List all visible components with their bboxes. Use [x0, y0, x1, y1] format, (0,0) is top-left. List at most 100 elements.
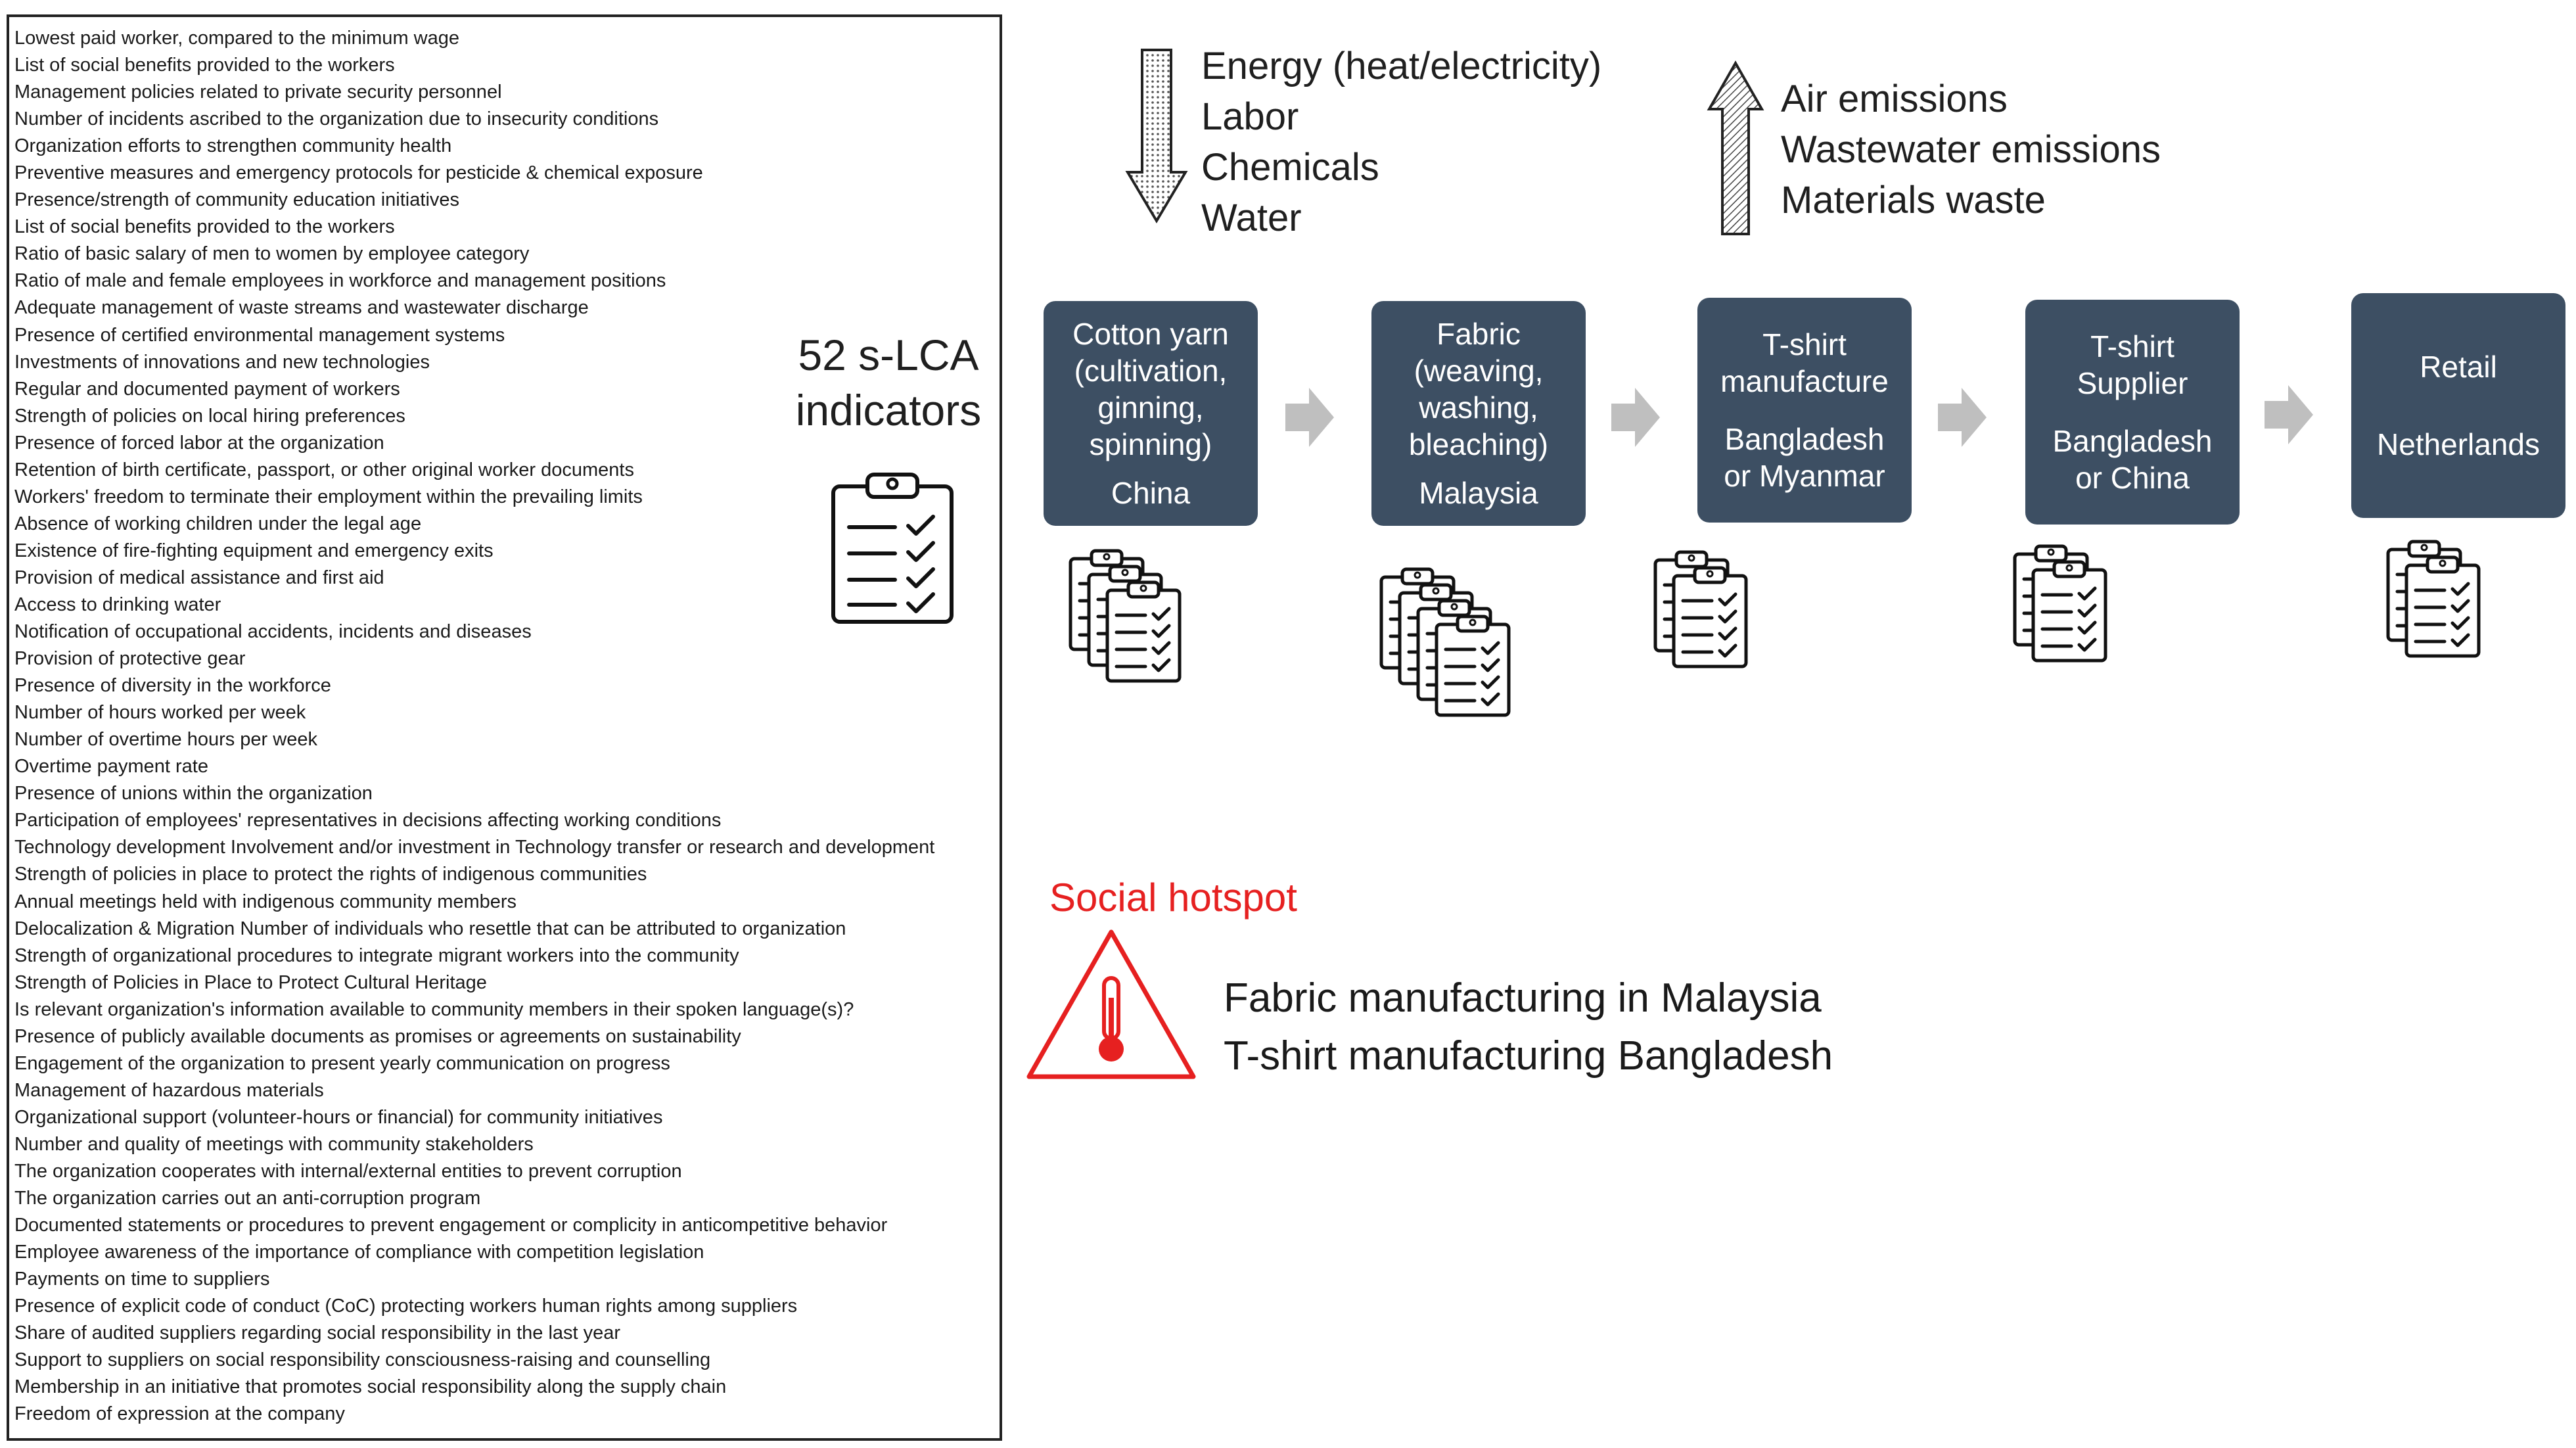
indicator-item: Management policies related to private s…: [14, 82, 502, 103]
stage-retail: Retail Netherlands: [2351, 293, 2565, 518]
indicator-item: Membership in an initiative that promote…: [14, 1376, 727, 1398]
stage-location: Netherlands: [2376, 427, 2541, 461]
stage-fabric: Fabric (weaving, washing, bleaching) Mal…: [1371, 301, 1586, 526]
indicator-item: Access to drinking water: [14, 594, 221, 615]
clipboard-stack: [1653, 548, 1750, 682]
clipboard-stack: [2385, 538, 2483, 672]
indicator-item: Presence of explicit code of conduct (Co…: [14, 1296, 798, 1317]
input-item: Water: [1201, 197, 1302, 239]
dotted-down-arrow-icon: [1124, 47, 1189, 228]
indicator-item: Delocalization & Migration Number of ind…: [14, 918, 846, 939]
clipboard-checklist-icon: [2404, 553, 2483, 662]
indicator-item: Provision of medical assistance and firs…: [14, 567, 384, 588]
indicator-item: Is relevant organization's information a…: [14, 998, 854, 1020]
indicator-item: The organization cooperates with interna…: [14, 1160, 682, 1182]
indicator-item: Adequate management of waste streams and…: [14, 297, 589, 319]
flow-arrow-icon: [1938, 388, 1987, 450]
indicator-item: Participation of employees' representati…: [14, 810, 722, 831]
indicator-item: Employee awareness of the importance of …: [14, 1242, 704, 1263]
flow-arrow-icon: [1611, 388, 1660, 450]
indicator-item: Retention of birth certificate, passport…: [14, 459, 634, 480]
indicator-item: Organizational support (volunteer-hours …: [14, 1106, 663, 1128]
indicator-item: Presence/strength of community education…: [14, 189, 460, 211]
stage-location: Bangladesh or Myanmar: [1724, 422, 1885, 493]
output-item: Materials waste: [1781, 179, 2046, 222]
indicator-item: Absence of working children under the le…: [14, 513, 422, 534]
indicator-item: Presence of unions within the organizati…: [14, 783, 373, 805]
indicator-item: Freedom of expression at the company: [14, 1403, 345, 1425]
indicator-item: Overtime payment rate: [14, 756, 208, 778]
indicator-item: Presence of diversity in the workforce: [14, 675, 331, 697]
input-item: Energy (heat/electricity): [1201, 45, 1602, 87]
clipboard-checklist-icon: [1105, 578, 1184, 687]
indicator-item: Documented statements or procedures to p…: [14, 1215, 888, 1236]
indicator-item: Share of audited suppliers regarding soc…: [14, 1322, 621, 1344]
indicator-item: Organization efforts to strengthen commu…: [14, 135, 452, 157]
indicator-item: Number and quality of meetings with comm…: [14, 1133, 534, 1155]
stage-title: Retail: [2420, 350, 2497, 384]
output-item: Air emissions: [1781, 78, 2008, 120]
input-item: Chemicals: [1201, 146, 1379, 189]
indicator-item: Presence of certified environmental mana…: [14, 324, 505, 346]
hotspot-item: Fabric manufacturing in Malaysia: [1224, 975, 1822, 1021]
indicator-item: Notification of occupational accidents, …: [14, 621, 532, 643]
input-item: Labor: [1201, 95, 1299, 138]
indicator-item: Lowest paid worker, compared to the mini…: [14, 28, 459, 49]
output-item: Wastewater emissions: [1781, 128, 2161, 171]
stage-title: Cotton yarn (cultivation, ginning, spinn…: [1072, 317, 1229, 461]
clipboard-checklist-icon: [1671, 564, 1750, 672]
stage-title: T-shirt Supplier: [2077, 329, 2188, 400]
warning-thermometer-icon: [1024, 925, 1199, 1086]
stage-tshirt-manufacture: T-shirt manufacture Bangladesh or Myanma…: [1697, 298, 1912, 523]
indicator-item: Ratio of male and female employees in wo…: [14, 270, 666, 292]
indicator-item: Engagement of the organization to presen…: [14, 1052, 670, 1074]
indicator-item: Strength of policies in place to protect…: [14, 864, 647, 885]
indicator-item: Investments of innovations and new techn…: [14, 351, 430, 373]
indicator-item: Presence of publicly available documents…: [14, 1025, 741, 1047]
indicator-item: List of social benefits provided to the …: [14, 216, 395, 238]
clipboard-stack: [1068, 547, 1184, 710]
clipboard-checklist-icon: [2031, 558, 2109, 666]
indicator-item: Number of overtime hours per week: [14, 729, 317, 751]
stage-tshirt-supplier: T-shirt Supplier Bangladesh or China: [2025, 300, 2240, 525]
indicator-item: Strength of Policies in Place to Protect…: [14, 971, 487, 993]
clipboard-stack: [2012, 542, 2109, 676]
indicator-item: Ratio of basic salary of men to women by…: [14, 243, 530, 265]
indicator-item: Presence of forced labor at the organiza…: [14, 432, 384, 454]
indicator-item: Existence of fire-fighting equipment and…: [14, 540, 494, 561]
stage-location: Malaysia: [1419, 476, 1538, 510]
flow-arrow-icon: [2265, 385, 2313, 448]
indicator-item: Payments on time to suppliers: [14, 1269, 270, 1290]
indicator-item: Management of hazardous materials: [14, 1079, 324, 1101]
stage-location: Bangladesh or China: [2052, 424, 2213, 495]
hotspot-label: Social hotspot: [1049, 876, 1297, 920]
stage-title: Fabric (weaving, washing, bleaching): [1408, 317, 1549, 461]
indicator-item: Technology development Involvement and/o…: [14, 837, 935, 858]
indicator-item: Number of hours worked per week: [14, 702, 306, 724]
indicator-item: List of social benefits provided to the …: [14, 55, 395, 76]
flow-arrow-icon: [1285, 388, 1334, 450]
indicator-list-panel: Lowest paid worker, compared to the mini…: [7, 14, 1002, 1441]
hatched-up-arrow-icon: [1706, 59, 1765, 240]
hotspot-item: T-shirt manufacturing Bangladesh: [1224, 1033, 1833, 1079]
indicator-item: Provision of protective gear: [14, 648, 246, 670]
clipboard-checklist-icon: [829, 468, 961, 629]
indicator-item: The organization carries out an anti-cor…: [14, 1188, 481, 1209]
indicator-item: Strength of policies on local hiring pre…: [14, 405, 405, 427]
clipboard-stack: [1379, 565, 1513, 757]
stage-title: T-shirt manufacture: [1720, 327, 1889, 398]
stage-cotton-yarn: Cotton yarn (cultivation, ginning, spinn…: [1044, 301, 1258, 526]
indicator-item: Workers' freedom to terminate their empl…: [14, 486, 643, 507]
indicator-item: Strength of organizational procedures to…: [14, 945, 739, 966]
indicator-item: Number of incidents ascribed to the orga…: [14, 108, 659, 130]
clipboard-checklist-icon: [1434, 613, 1513, 721]
indicator-item: Preventive measures and emergency protoc…: [14, 162, 703, 184]
stage-location: China: [1111, 476, 1191, 510]
indicator-item: Annual meetings held with indigenous com…: [14, 891, 517, 912]
indicator-item: Support to suppliers on social responsib…: [14, 1349, 711, 1371]
indicator-item: Regular and documented payment of worker…: [14, 378, 400, 400]
